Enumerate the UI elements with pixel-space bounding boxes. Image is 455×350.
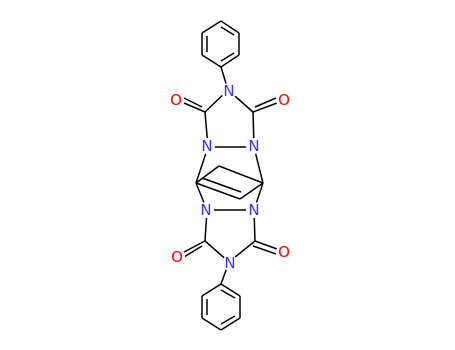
bond-bridge-double [195, 182, 241, 200]
atom-labels: N N N N N N O O O [168, 82, 292, 272]
label-background [168, 92, 184, 108]
bond-bottom-carbonyl-left [183, 240, 206, 253]
atom-oxygen-bottom-left: O [171, 248, 183, 266]
bond-bottom-phenyl [220, 283, 241, 297]
bond-top-phenyl-double [220, 26, 235, 36]
bond-bottom-carbonyl-right [252, 245, 277, 255]
label-background [199, 138, 215, 154]
label-background [246, 202, 262, 218]
bond-bottom-phenyl [220, 317, 241, 331]
bond-bottom-carbonyl-right [254, 240, 278, 250]
label-background [276, 244, 292, 260]
label-background [169, 249, 185, 265]
bond-top-phenyl [201, 20, 222, 34]
label-background [198, 202, 214, 218]
bond-top-carbonyl-left [183, 97, 203, 108]
atom-oxygen-top-left: O [170, 91, 182, 109]
bond-top-carbonyl-left [183, 102, 206, 113]
bond-top-carbonyl-right [252, 102, 278, 113]
bond-bottom-phenyl [201, 283, 222, 297]
atom-nitrogen-top-right: N [248, 137, 259, 155]
bond-top-phenyl [220, 20, 240, 34]
bond-bridge [239, 182, 264, 200]
atom-nitrogen-top-imide: N [223, 82, 234, 100]
atom-nitrogen-bottom-imide: N [224, 254, 235, 272]
bond-top-phenyl-double [220, 52, 235, 62]
atom-nitrogen-bottom-left: N [200, 201, 211, 219]
label-background [222, 255, 238, 271]
atom-oxygen-top-right: O [278, 91, 290, 109]
bond-top-carbonyl-right [254, 97, 277, 108]
bond-top-phenyl [220, 54, 240, 68]
bonds [183, 20, 278, 331]
atom-nitrogen-bottom-right: N [248, 201, 259, 219]
label-background [246, 138, 262, 154]
bond-bottom-phenyl [201, 317, 222, 331]
bond-bottom-phenyl-double [220, 289, 236, 299]
label-background [276, 92, 292, 108]
bond-bridge [218, 165, 264, 184]
label-background [221, 83, 237, 99]
bond-bottom-phenyl-double [220, 315, 236, 325]
atom-nitrogen-top-left: N [201, 137, 212, 155]
bond-bridge-double [201, 177, 242, 193]
bond-bottom-carbonyl-left [183, 245, 203, 258]
atom-oxygen-bottom-right: O [278, 243, 290, 261]
bond-bridge [195, 165, 220, 184]
bond-top-phenyl [201, 54, 222, 68]
